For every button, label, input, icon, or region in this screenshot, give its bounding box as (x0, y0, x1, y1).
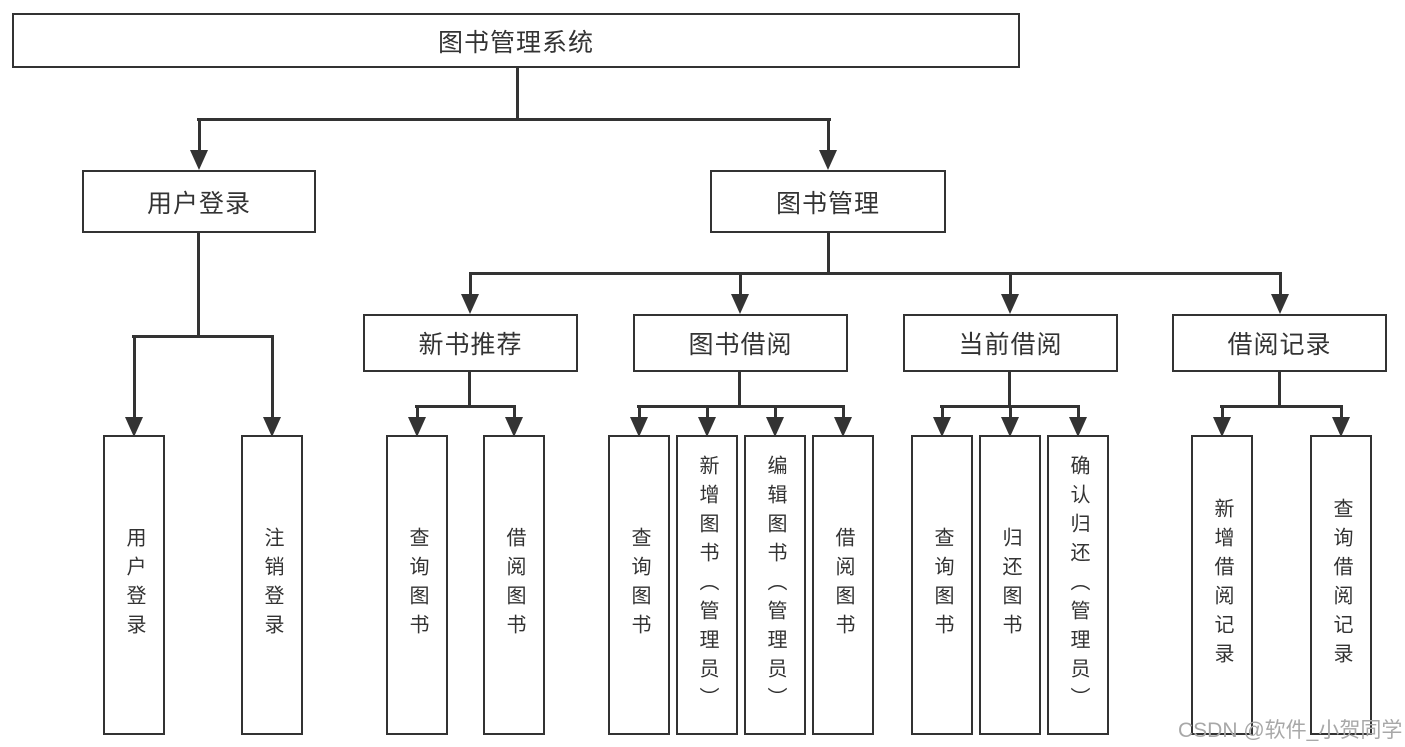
connector-line (827, 233, 830, 272)
arrow-down-icon (698, 417, 716, 437)
leaf-label: 查询借阅记录 (1330, 498, 1352, 672)
leaf-label: 查询图书 (628, 527, 650, 643)
arrow-down-icon (630, 417, 648, 437)
connector-line (1220, 405, 1343, 408)
leaf-add-borrow-record: 新增借阅记录 (1191, 435, 1253, 735)
connector-arrow (698, 405, 716, 437)
node-book-borrowing: 图书借阅 (633, 314, 848, 372)
leaf-query-books-recommend: 查询图书 (386, 435, 448, 735)
connector-line (468, 372, 471, 405)
node-label: 借阅记录 (1227, 331, 1332, 359)
arrow-down-icon (1001, 294, 1019, 314)
connector-arrow (1271, 272, 1289, 314)
connector-arrow (766, 405, 784, 437)
leaf-edit-books-admin: 编辑图书（管理员） (744, 435, 806, 735)
arrow-down-icon (933, 417, 951, 437)
arrow-down-icon (1332, 417, 1350, 437)
leaf-user-login: 用户登录 (103, 435, 165, 735)
node-borrowing-records: 借阅记录 (1172, 314, 1387, 372)
arrow-down-icon (263, 417, 281, 437)
leaf-label: 查询图书 (406, 527, 428, 643)
leaf-confirm-return-admin: 确认归还（管理员） (1047, 435, 1109, 735)
leaf-return-books: 归还图书 (979, 435, 1041, 735)
connector-arrow (190, 118, 208, 170)
connector-arrow (1332, 405, 1350, 437)
arrow-down-icon (834, 417, 852, 437)
arrow-down-icon (1069, 417, 1087, 437)
arrow-down-icon (819, 150, 837, 170)
connector-line (132, 335, 274, 338)
arrow-down-icon (505, 417, 523, 437)
connector-arrow (834, 405, 852, 437)
arrow-down-icon (1271, 294, 1289, 314)
node-book-management: 图书管理 (710, 170, 946, 233)
leaf-label: 借阅图书 (832, 527, 854, 643)
leaf-query-books-current: 查询图书 (911, 435, 973, 735)
connector-arrow (933, 405, 951, 437)
arrow-down-icon (190, 150, 208, 170)
connector-arrow (263, 335, 281, 437)
leaf-label: 借阅图书 (503, 527, 525, 643)
csdn-watermark: CSDN @软件_小贺同学 (1178, 719, 1403, 742)
connector-line (469, 272, 1281, 275)
arrow-down-icon (408, 417, 426, 437)
arrow-down-icon (1213, 417, 1231, 437)
node-library-management-system: 图书管理系统 (12, 13, 1020, 68)
connector-arrow (1069, 405, 1087, 437)
node-label: 图书管理系统 (437, 28, 594, 57)
node-user-login: 用户登录 (82, 170, 316, 233)
connector-line (637, 405, 845, 408)
connector-line (1008, 372, 1011, 405)
connector-line (197, 233, 200, 335)
node-label: 图书管理 (775, 189, 880, 218)
connector-line (1278, 372, 1281, 405)
leaf-label: 确认归还（管理员） (1067, 454, 1089, 716)
connector-line (197, 118, 831, 121)
node-label: 图书借阅 (688, 331, 793, 359)
leaf-query-books-borrowing: 查询图书 (608, 435, 670, 735)
arrow-down-icon (125, 417, 143, 437)
leaf-label: 用户登录 (123, 527, 145, 643)
connector-arrow (1001, 272, 1019, 314)
leaf-borrow-books-recommend: 借阅图书 (483, 435, 545, 735)
connector-line (738, 372, 741, 405)
node-label: 当前借阅 (958, 331, 1063, 359)
arrow-down-icon (1001, 417, 1019, 437)
node-current-borrowing: 当前借阅 (903, 314, 1118, 372)
node-label: 用户登录 (146, 189, 251, 218)
leaf-borrow-books: 借阅图书 (812, 435, 874, 735)
node-new-book-recommend: 新书推荐 (363, 314, 578, 372)
arrow-down-icon (461, 294, 479, 314)
leaf-label: 归还图书 (999, 527, 1021, 643)
connector-arrow (1213, 405, 1231, 437)
leaf-query-borrow-record: 查询借阅记录 (1310, 435, 1372, 735)
connector-arrow (630, 405, 648, 437)
leaf-add-books-admin: 新增图书（管理员） (676, 435, 738, 735)
connector-arrow (461, 272, 479, 314)
leaf-logout: 注销登录 (241, 435, 303, 735)
leaf-label: 注销登录 (261, 527, 283, 643)
connector-arrow (408, 405, 426, 437)
connector-arrow (819, 118, 837, 170)
connector-line (516, 68, 519, 118)
leaf-label: 新增借阅记录 (1211, 498, 1233, 672)
leaf-label: 查询图书 (931, 527, 953, 643)
connector-arrow (731, 272, 749, 314)
connector-arrow (505, 405, 523, 437)
arrow-down-icon (766, 417, 784, 437)
connector-line (415, 405, 516, 408)
node-label: 新书推荐 (418, 331, 523, 359)
leaf-label: 编辑图书（管理员） (764, 454, 786, 716)
connector-arrow (1001, 405, 1019, 437)
leaf-label: 新增图书（管理员） (696, 454, 718, 716)
arrow-down-icon (731, 294, 749, 314)
connector-arrow (125, 335, 143, 437)
